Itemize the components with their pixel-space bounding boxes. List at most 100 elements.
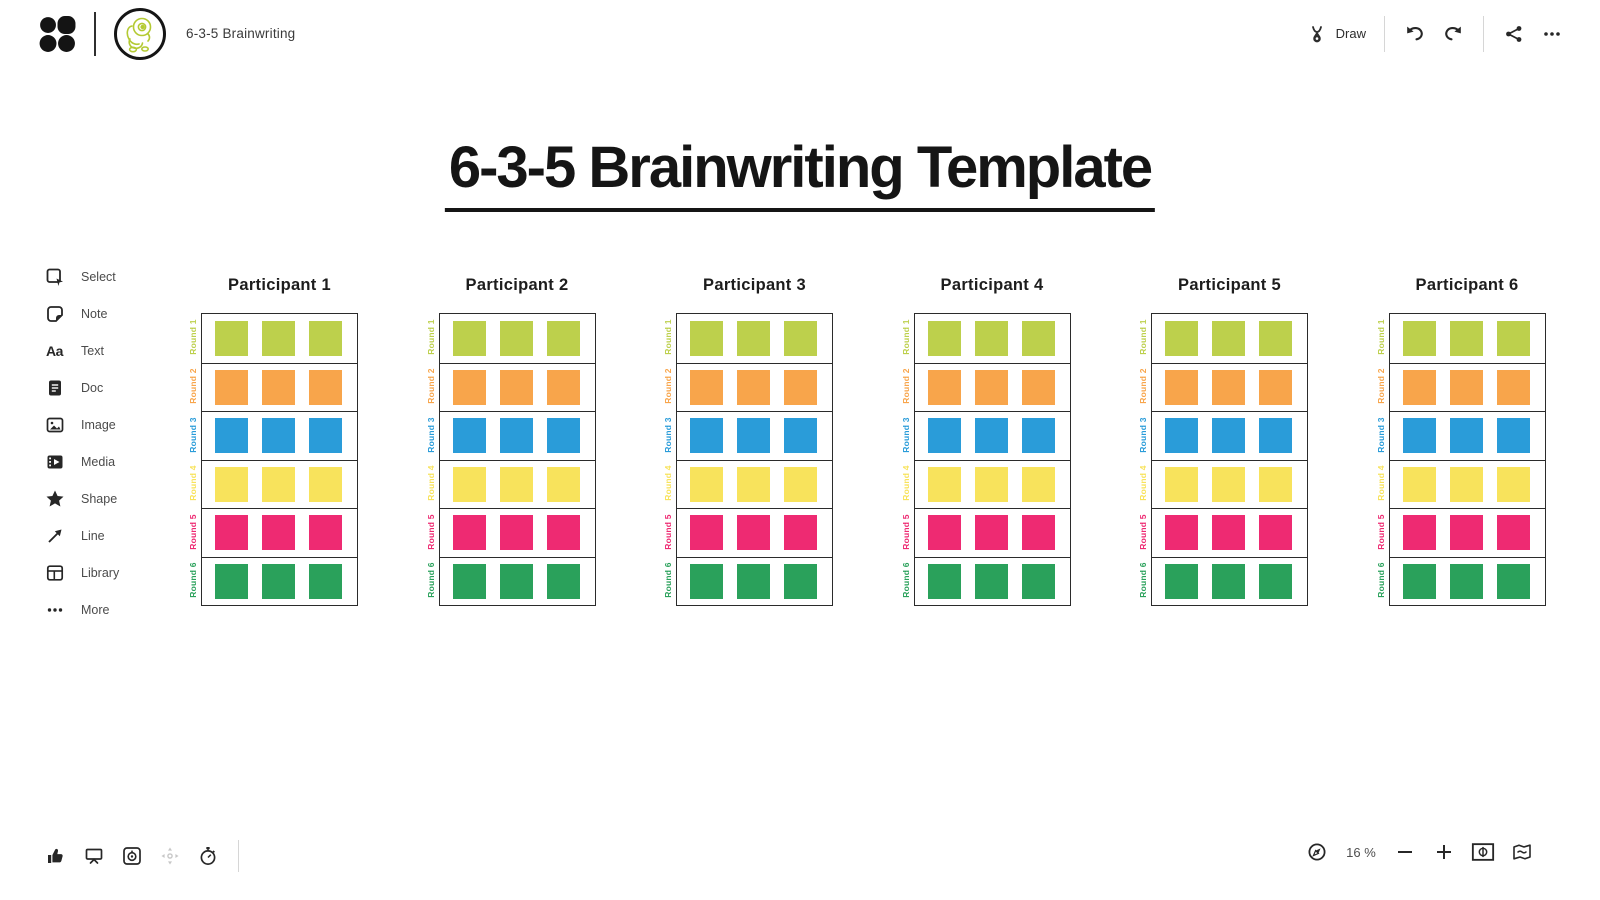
sticky-note[interactable]	[927, 515, 961, 551]
round-label[interactable]: Round 1	[188, 319, 198, 355]
sticky-note[interactable]	[974, 563, 1008, 599]
sticky-note[interactable]	[974, 320, 1008, 356]
sticky-note[interactable]	[1212, 418, 1245, 454]
sticky-note[interactable]	[1021, 515, 1055, 551]
round-label[interactable]: Round 3	[425, 417, 436, 453]
sticky-note[interactable]	[690, 369, 723, 405]
sticky-note[interactable]	[1449, 418, 1483, 454]
round-label[interactable]: Round 2	[1138, 368, 1148, 404]
participant-title[interactable]: Participant 5	[1178, 276, 1281, 294]
sidebar-item-doc[interactable]: Doc	[44, 369, 174, 406]
round-label[interactable]: Round 6	[188, 562, 198, 598]
sticky-note[interactable]	[690, 515, 723, 551]
sticky-note[interactable]	[1165, 466, 1198, 502]
sticky-note[interactable]	[309, 320, 342, 356]
timer-button[interactable]	[196, 844, 220, 868]
sticky-note[interactable]	[215, 563, 248, 599]
sticky-note[interactable]	[309, 515, 342, 551]
sticky-note[interactable]	[784, 418, 817, 454]
sticky-note[interactable]	[1496, 418, 1530, 454]
sticky-note[interactable]	[974, 418, 1008, 454]
sticky-note[interactable]	[1496, 320, 1530, 356]
sticky-note[interactable]	[499, 563, 533, 599]
sidebar-item-note[interactable]: Note	[44, 295, 174, 332]
sticky-note[interactable]	[1165, 418, 1198, 454]
sticky-note[interactable]	[737, 515, 770, 551]
sticky-note[interactable]	[784, 515, 817, 551]
sticky-note[interactable]	[784, 369, 817, 405]
round-label[interactable]: Round 1	[425, 319, 436, 355]
round-label[interactable]: Round 2	[900, 368, 911, 404]
round-label[interactable]: Round 3	[900, 417, 911, 453]
round-label[interactable]: Round 3	[663, 417, 673, 453]
sidebar-item-select[interactable]: Select	[44, 258, 174, 295]
zoom-level[interactable]: 16 %	[1346, 844, 1376, 860]
zoom-out-button[interactable]	[1393, 840, 1417, 864]
round-label[interactable]: Round 4	[1375, 465, 1386, 501]
sticky-note[interactable]	[1496, 515, 1530, 551]
board-avatar[interactable]	[114, 7, 166, 60]
sticky-note[interactable]	[974, 515, 1008, 551]
sidebar-item-image[interactable]: Image	[44, 406, 174, 443]
sticky-note[interactable]	[1449, 369, 1483, 405]
move-button[interactable]	[158, 844, 182, 868]
sticky-note[interactable]	[927, 563, 961, 599]
sticky-note[interactable]	[1402, 320, 1436, 356]
round-label[interactable]: Round 1	[900, 319, 911, 355]
present-button[interactable]	[82, 844, 106, 868]
sticky-note[interactable]	[1449, 515, 1483, 551]
round-label[interactable]: Round 6	[425, 562, 436, 598]
sticky-note[interactable]	[262, 320, 295, 356]
sticky-note[interactable]	[215, 369, 248, 405]
sticky-note[interactable]	[690, 320, 723, 356]
participant-title[interactable]: Participant 4	[940, 276, 1044, 294]
round-label[interactable]: Round 5	[1138, 514, 1148, 550]
sticky-note[interactable]	[1449, 320, 1483, 356]
sticky-note[interactable]	[1402, 418, 1436, 454]
sticky-note[interactable]	[546, 320, 580, 356]
sidebar-item-shape[interactable]: Shape	[44, 480, 174, 517]
sticky-note[interactable]	[1259, 320, 1292, 356]
round-label[interactable]: Round 4	[425, 465, 436, 501]
sticky-note[interactable]	[927, 320, 961, 356]
round-label[interactable]: Round 2	[1375, 368, 1386, 404]
sticky-note[interactable]	[690, 418, 723, 454]
sticky-note[interactable]	[546, 466, 580, 502]
sticky-note[interactable]	[546, 369, 580, 405]
sticky-note[interactable]	[927, 418, 961, 454]
sticky-note[interactable]	[1449, 466, 1483, 502]
sticky-note[interactable]	[1259, 515, 1292, 551]
round-label[interactable]: Round 1	[663, 319, 673, 355]
round-label[interactable]: Round 6	[1138, 562, 1148, 598]
round-label[interactable]: Round 1	[1375, 319, 1386, 355]
round-label[interactable]: Round 2	[188, 368, 198, 404]
more-menu-button[interactable]	[1540, 22, 1564, 46]
sidebar-item-library[interactable]: Library	[44, 554, 174, 591]
sticky-note[interactable]	[215, 466, 248, 502]
zoom-in-button[interactable]	[1432, 840, 1456, 864]
sticky-note[interactable]	[452, 320, 486, 356]
round-label[interactable]: Round 5	[900, 514, 911, 550]
sticky-note[interactable]	[1449, 563, 1483, 599]
sticky-note[interactable]	[499, 369, 533, 405]
sticky-note[interactable]	[309, 466, 342, 502]
sticky-note[interactable]	[1212, 563, 1245, 599]
undo-button[interactable]	[1403, 22, 1427, 46]
sticky-note[interactable]	[974, 466, 1008, 502]
round-label[interactable]: Round 6	[663, 562, 673, 598]
sticky-note[interactable]	[1165, 320, 1198, 356]
sticky-note[interactable]	[499, 466, 533, 502]
sticky-note[interactable]	[262, 369, 295, 405]
round-label[interactable]: Round 5	[1375, 514, 1386, 550]
sticky-note[interactable]	[1165, 563, 1198, 599]
sticky-note[interactable]	[262, 563, 295, 599]
sticky-note[interactable]	[784, 563, 817, 599]
round-label[interactable]: Round 4	[900, 465, 911, 501]
sticky-note[interactable]	[452, 466, 486, 502]
milanote-logo[interactable]	[38, 15, 76, 53]
redo-button[interactable]	[1441, 22, 1465, 46]
sticky-note[interactable]	[1496, 466, 1530, 502]
reactions-button[interactable]	[44, 844, 68, 868]
